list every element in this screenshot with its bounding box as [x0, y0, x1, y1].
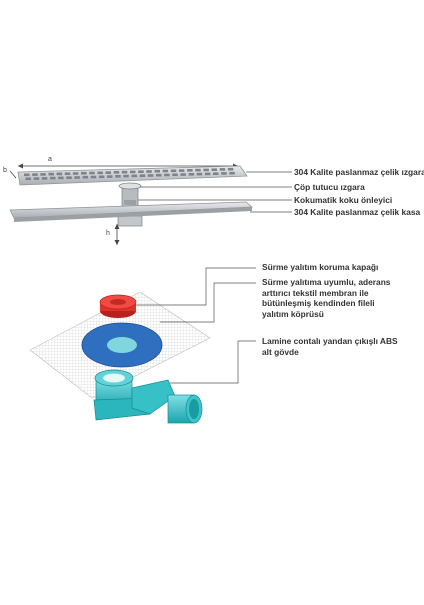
label-body: Lamine contalı yandan çıkışlı ABS alt gö…: [262, 336, 398, 357]
label-body-line: Lamine contalı yandan çıkışlı ABS: [262, 336, 398, 346]
grate-slot: [178, 169, 185, 172]
bottom-leaders: [136, 267, 256, 384]
grate-slot: [196, 172, 203, 176]
label-membrane-line: arttırıcı tekstil membran ile: [262, 287, 369, 298]
grate-slot: [81, 171, 87, 175]
label-cap-line: Sürme yalıtım koruma kapağı: [262, 262, 379, 272]
grate-slot: [131, 174, 137, 178]
label-case: 304 Kalite paslanmaz çelik kasa: [294, 207, 421, 217]
grate-slot: [211, 168, 217, 171]
grate-slot: [154, 169, 160, 173]
grate-slot: [98, 175, 105, 179]
grate-slot: [50, 176, 56, 180]
grate-slot: [123, 174, 129, 178]
grate-slot: [164, 173, 170, 177]
grate-slot: [146, 170, 152, 173]
grate-slot: [32, 173, 38, 176]
grate-slot: [204, 172, 211, 176]
grate-slot: [172, 173, 178, 177]
grate-slot: [213, 172, 219, 175]
grate-slot: [56, 172, 63, 176]
grate-slot: [97, 171, 103, 175]
grate-slot: [48, 172, 54, 176]
dimension-h-label: h: [106, 230, 110, 237]
grate-slot: [130, 170, 136, 174]
label-trap-grid: Çöp tutucu ızgara: [294, 182, 365, 192]
grate-slot: [113, 171, 120, 174]
grate-slot: [107, 175, 113, 178]
grate-slot: [219, 168, 226, 171]
abs-body: [93, 369, 203, 424]
dimension-b: [9, 170, 17, 179]
grate-slot: [188, 173, 195, 176]
grate-slot: [121, 170, 128, 174]
grate-slot: [82, 175, 89, 179]
grate-slot: [156, 173, 162, 177]
grate-slot: [66, 176, 72, 179]
grate-slot: [221, 172, 227, 175]
grate-slot: [147, 174, 154, 177]
steel-grate: [17, 165, 248, 186]
steel-case: [9, 201, 254, 222]
grate-slot: [180, 173, 186, 176]
grate-slot: [58, 176, 64, 180]
grate-slot: [89, 171, 95, 175]
grate-slot: [170, 169, 177, 173]
grate-slot: [24, 173, 30, 177]
dimension-a-label: a: [48, 156, 52, 163]
grate-slot: [74, 176, 80, 179]
dimension-a: [18, 163, 238, 169]
grate-slot: [105, 171, 111, 174]
grate-slot: [139, 174, 146, 177]
label-membrane: Sürme yalıtıma uyumlu, aderans arttırıcı…: [262, 277, 390, 319]
grate-slot: [203, 168, 209, 172]
label-membrane-line: Sürme yalıtıma uyumlu, aderans: [262, 277, 391, 287]
blue-collar: [81, 322, 163, 368]
grate-slot: [90, 175, 97, 179]
grate-slot: [41, 177, 48, 180]
grate-slot: [33, 177, 40, 180]
grate-slot: [187, 169, 193, 172]
red-cap: [99, 294, 137, 318]
grate-slot: [40, 173, 46, 176]
label-cap: Sürme yalıtım koruma kapağı: [262, 262, 378, 273]
label-membrane-line: bütünleşmiş kendinden fileli: [262, 298, 375, 309]
dimension-h: [114, 224, 120, 245]
grate-slot: [72, 172, 79, 175]
label-odor-trap: Kokumatik koku önleyici: [294, 195, 393, 205]
top-leaders: [138, 171, 292, 213]
grate-slot: [138, 170, 144, 173]
label-membrane-line: yalıtım köprüsü: [262, 308, 324, 319]
grate-slot: [115, 175, 121, 178]
grate-slot: [25, 177, 31, 181]
label-grate: 304 Kalite paslanmaz çelik ızgara: [294, 167, 424, 177]
grate-slot: [64, 172, 71, 175]
grate-slot: [162, 169, 169, 173]
label-body-line: alt gövde: [262, 346, 299, 357]
grate-slot: [195, 168, 201, 172]
odor-trap: [117, 182, 143, 227]
grate-slot: [229, 171, 235, 175]
grate-slot: [227, 167, 234, 171]
dimension-b-label: b: [3, 167, 7, 174]
